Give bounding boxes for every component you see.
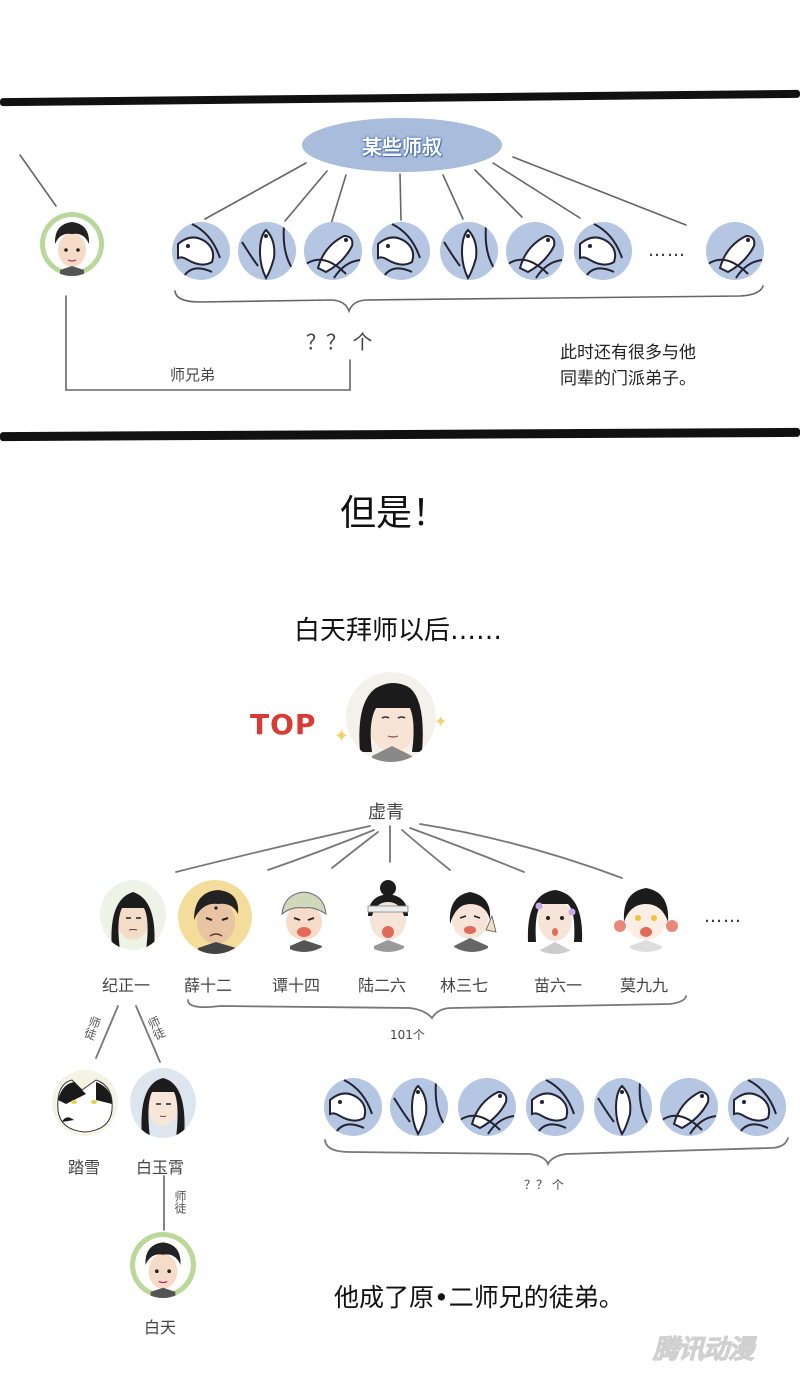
- disciple-name: 苗六一: [534, 976, 583, 995]
- relation-label: 师徒: [173, 1190, 187, 1214]
- disciples-ellipsis: ……: [704, 906, 742, 927]
- panel-border-top: [0, 89, 800, 107]
- disciple-name: 陆二六: [358, 976, 407, 995]
- disciple-name: 谭十四: [272, 976, 321, 995]
- avatar-jizhengyi: [100, 880, 166, 950]
- fish-icon: [324, 1078, 382, 1136]
- fish-icon: [594, 1078, 652, 1136]
- count-label: ？？ 个: [306, 330, 373, 354]
- fish-icon: [372, 222, 430, 280]
- avatar-linsanqi: [436, 876, 508, 952]
- fish-icon: [458, 1078, 516, 1136]
- disciple-name: 林三七: [440, 976, 489, 995]
- avatar-xuqing: [346, 672, 436, 762]
- disciples-count: 101个: [390, 1028, 425, 1042]
- great-grand-disciple-name: 白天: [144, 1318, 177, 1337]
- avatar-baitian-panel1: [40, 212, 104, 276]
- uncles-label: 某些师叔: [362, 134, 442, 159]
- avatar-tanshisi: [268, 880, 340, 952]
- fish-icon: [728, 1078, 786, 1136]
- panel-border-bottom: [0, 427, 800, 442]
- top-badge: TOP: [250, 708, 317, 741]
- sparkle-icon: ✦: [434, 712, 448, 731]
- avatar-miaoliuyi: [518, 876, 592, 954]
- sparkle-icon: ✦: [334, 726, 350, 747]
- more-ellipsis: ……: [648, 240, 686, 261]
- subtitle: 白天拜师以后……: [294, 616, 503, 646]
- avatar-baitian: [130, 1232, 196, 1298]
- fish-icon: [304, 222, 362, 280]
- note-line-1: 此时还有很多与他: [560, 343, 696, 363]
- avatar-mojiujiu: [610, 876, 682, 952]
- master-name: 虚青: [368, 802, 404, 823]
- fish-icon: [390, 1078, 448, 1136]
- disciple-name: 纪正一: [102, 976, 151, 995]
- conclusion-text: 他成了原•二师兄的徒弟。: [334, 1283, 624, 1312]
- disciple-name: 薛十二: [184, 976, 233, 995]
- fish-icon: [660, 1078, 718, 1136]
- fish-icon: [526, 1078, 584, 1136]
- fish-icon: [506, 222, 564, 280]
- avatar-baiyuxiao: [130, 1068, 196, 1138]
- fish-icon: [706, 222, 764, 280]
- avatar-xueshier: [178, 880, 252, 954]
- grand-disciple-name: 踏雪: [68, 1158, 101, 1177]
- disciple-name: 莫九九: [620, 976, 669, 995]
- watermark-logo: 腾讯动漫: [652, 1335, 754, 1366]
- avatar-taxue: [52, 1070, 118, 1136]
- uncles-ellipse: 某些师叔: [302, 118, 502, 172]
- fish-icon: [440, 222, 498, 280]
- fish-icon: [574, 222, 632, 280]
- fish-icon: [172, 222, 230, 280]
- relation-label: 师徒: [144, 1014, 168, 1043]
- sibling-label: 师兄弟: [170, 366, 216, 384]
- grand-disciple-name: 白玉霄: [136, 1158, 185, 1177]
- avatar-luerliu: [352, 876, 424, 952]
- fish-icon: [238, 222, 296, 280]
- note-text: 此时还有很多与他 同辈的门派弟子。: [560, 340, 696, 392]
- exclaim-title: 但是！: [340, 493, 449, 534]
- relation-label: 师徒: [81, 1014, 103, 1042]
- fish-count-label: ？？ 个: [524, 1178, 564, 1192]
- note-line-2: 同辈的门派弟子。: [560, 369, 696, 389]
